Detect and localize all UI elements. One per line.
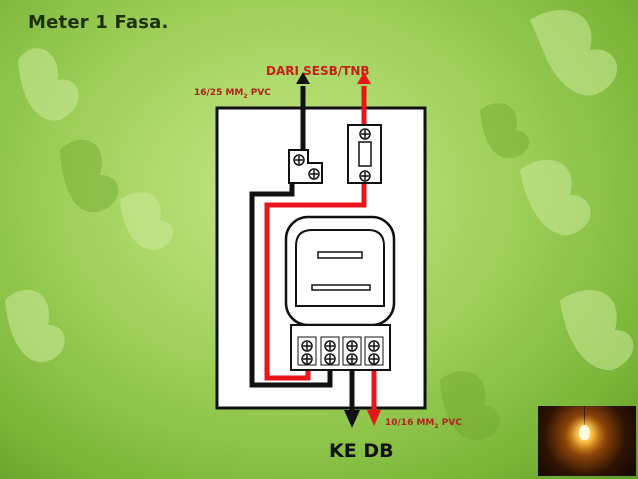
butterfly-shape <box>440 371 501 441</box>
screw-terminal-icon <box>359 128 371 140</box>
live-wire-to-meter <box>264 182 367 381</box>
arrow-down-icon <box>367 410 381 426</box>
butterfly-shape <box>480 103 530 159</box>
meter-display-bar <box>311 284 371 291</box>
arrow-up-icon <box>357 72 371 84</box>
destination-label: KE DB <box>329 440 394 462</box>
screw-terminal-icon <box>324 340 336 352</box>
slide-title: Meter 1 Fasa. <box>28 12 169 33</box>
neutral-wire-to-meter <box>249 170 333 388</box>
fuse-element <box>358 141 372 167</box>
screw-terminal-icon <box>301 340 313 352</box>
butterfly-shape <box>560 290 634 371</box>
arrow-up-icon <box>296 72 310 84</box>
screw-terminal-icon <box>359 170 371 182</box>
butterfly-shape <box>520 159 591 236</box>
screw-terminal-icon <box>346 353 358 365</box>
butterfly-shape <box>5 289 65 363</box>
screw-terminal-icon <box>324 353 336 365</box>
butterfly-shape <box>120 192 174 251</box>
butterfly-shape <box>60 139 119 213</box>
screw-terminal-icon <box>301 353 313 365</box>
screw-terminal-icon <box>308 168 320 180</box>
meter-display-bar <box>317 251 363 259</box>
meter-face <box>295 229 385 307</box>
butterfly-shape <box>530 10 618 96</box>
screw-terminal-icon <box>368 353 380 365</box>
light-bulb-icon <box>579 425 590 440</box>
screw-terminal-icon <box>368 340 380 352</box>
screw-terminal-icon <box>293 154 305 166</box>
arrow-down-icon <box>344 410 360 428</box>
source-label: DARI SESB/TNB <box>266 64 370 78</box>
butterfly-shape <box>18 48 79 121</box>
screw-terminal-icon <box>346 340 358 352</box>
lamp-photo <box>538 406 636 476</box>
lamp-cord <box>584 406 585 426</box>
top-cable-label: 16/25 MM2 PVC <box>194 88 271 100</box>
bottom-cable-label: 10/16 MM2 PVC <box>385 418 462 430</box>
